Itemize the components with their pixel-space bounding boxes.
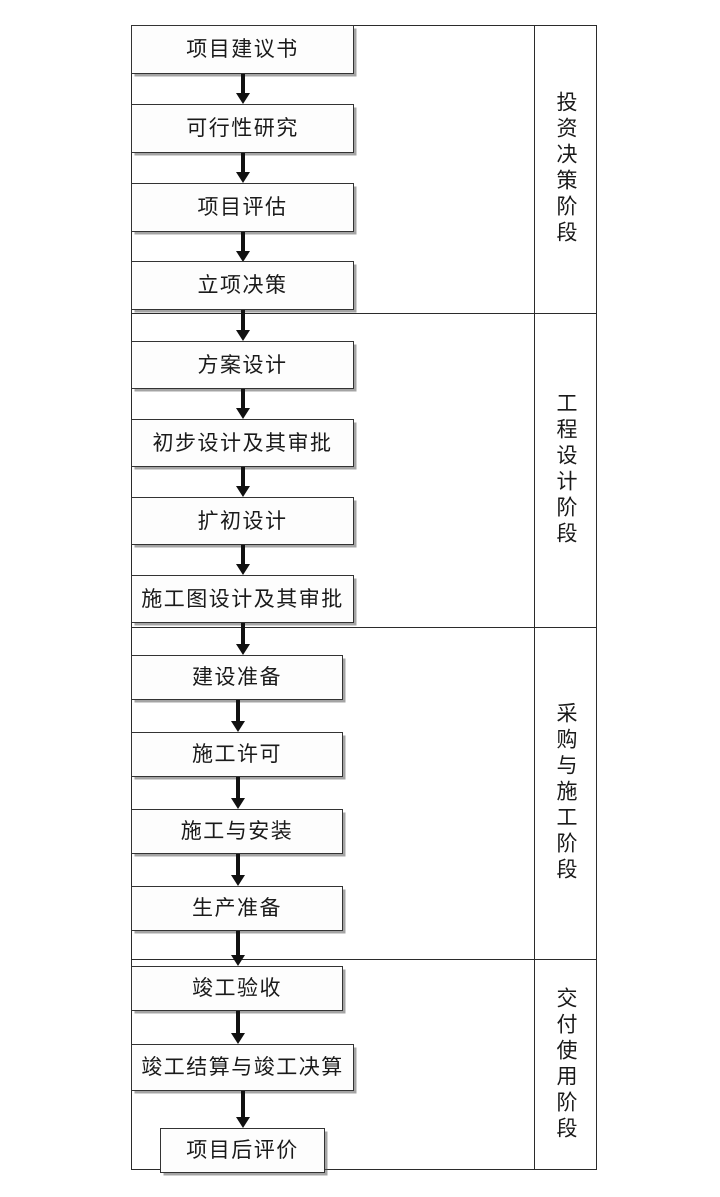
phase-column-divider <box>534 25 535 1170</box>
phase-label-text: 工程设计阶段 <box>554 392 578 548</box>
node-extended-design[interactable]: 扩初设计 <box>131 497 354 545</box>
phase-label-text: 采购与施工阶段 <box>554 702 578 884</box>
node-project-proposal[interactable]: 项目建议书 <box>131 25 354 74</box>
node-construction-prep[interactable]: 建设准备 <box>131 655 343 700</box>
phase-label-delivery-use: 交付使用阶段 <box>534 959 597 1170</box>
node-completion-acceptance[interactable]: 竣工验收 <box>131 966 343 1011</box>
node-label: 可行性研究 <box>186 116 299 140</box>
node-production-prep[interactable]: 生产准备 <box>131 886 343 931</box>
node-construction-install[interactable]: 施工与安装 <box>131 809 343 854</box>
node-label: 立项决策 <box>197 273 288 297</box>
node-construction-drawing[interactable]: 施工图设计及其审批 <box>131 575 354 623</box>
node-label: 施工图设计及其审批 <box>141 586 344 611</box>
node-post-evaluation[interactable]: 项目后评价 <box>160 1128 325 1173</box>
node-scheme-design[interactable]: 方案设计 <box>131 341 354 389</box>
node-label: 方案设计 <box>197 352 288 377</box>
phase-label-engineering-design: 工程设计阶段 <box>534 313 597 627</box>
phase-label-text: 交付使用阶段 <box>554 986 578 1143</box>
node-label: 竣工验收 <box>192 976 282 1000</box>
node-project-appraisal[interactable]: 项目评估 <box>131 183 354 232</box>
phase-divider-3 <box>131 959 597 960</box>
node-label: 扩初设计 <box>197 508 288 533</box>
node-label: 初步设计及其审批 <box>152 430 333 455</box>
node-label: 施工许可 <box>192 742 282 766</box>
node-label: 项目建议书 <box>186 37 299 61</box>
node-approval-decision[interactable]: 立项决策 <box>131 261 354 310</box>
phase-label-procurement-construction: 采购与施工阶段 <box>534 627 597 959</box>
node-construction-permit[interactable]: 施工许可 <box>131 732 343 777</box>
node-label: 建设准备 <box>192 665 282 689</box>
node-preliminary-design[interactable]: 初步设计及其审批 <box>131 419 354 467</box>
node-feasibility-study[interactable]: 可行性研究 <box>131 104 354 153</box>
phase-label-text: 投资决策阶段 <box>554 91 578 247</box>
phase-label-investment-decision: 投资决策阶段 <box>534 25 597 313</box>
node-label: 竣工结算与竣工决算 <box>141 1055 344 1079</box>
node-label: 生产准备 <box>192 896 282 920</box>
phase-divider-2 <box>131 627 597 628</box>
node-final-settlement[interactable]: 竣工结算与竣工决算 <box>131 1044 354 1091</box>
phase-divider-1 <box>131 313 597 314</box>
node-label: 项目评估 <box>197 195 288 219</box>
node-label: 施工与安装 <box>180 819 294 843</box>
node-label: 项目后评价 <box>186 1138 299 1162</box>
